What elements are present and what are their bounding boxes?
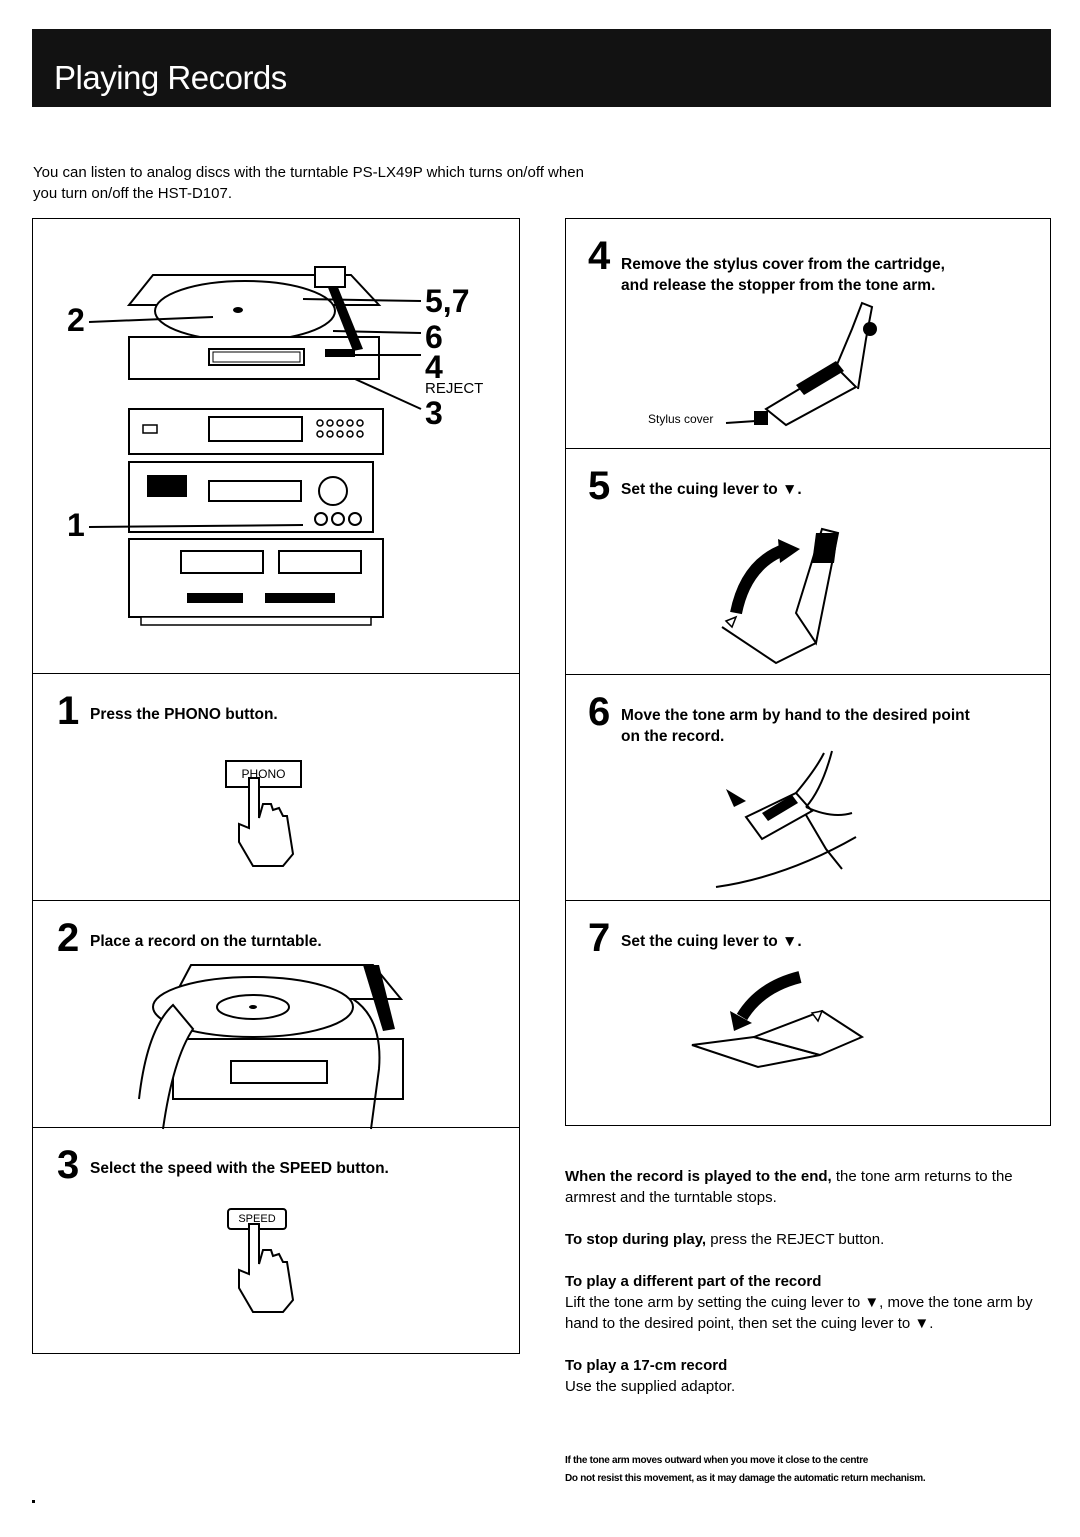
step-7-text: Set the cuing lever to ▼. (621, 933, 802, 950)
intro-line-1: You can listen to analog discs with the … (33, 164, 584, 181)
system-overview-panel: 1 2 5,7 6 4 REJECT 3 (32, 218, 520, 674)
note-2-rest: press the REJECT button. (706, 1231, 885, 1248)
note-3-heading: To play a different part of the record (565, 1273, 822, 1290)
step-6-text-line-1: Move the tone arm by hand to the desired… (621, 707, 970, 724)
step-2-number: 2 (57, 916, 80, 960)
step-6-panel: 6 Move the tone arm by hand to the desir… (565, 674, 1051, 901)
note-1-bold: When the record is played to the end, (565, 1168, 832, 1185)
step-4-text-line-2: and release the stopper from the tone ar… (621, 277, 936, 294)
callout-6: 6 (425, 319, 443, 355)
stereo-system-illustration (88, 266, 422, 626)
notes-section: When the record is played to the end, th… (565, 1166, 1055, 1418)
note-4-body: Use the supplied adaptor. (565, 1378, 736, 1395)
note-1-rest: the tone arm returns to the armrest and … (565, 1168, 1013, 1206)
step-1-text: Press the PHONO button. (90, 706, 278, 723)
callout-5-7: 5,7 (425, 283, 470, 319)
callout-1: 1 (67, 507, 85, 543)
cuing-lever-down-illustration (691, 971, 865, 1069)
step-5-number: 5 (588, 464, 611, 508)
step-1-panel: 1 Press the PHONO button. PHONO (32, 673, 520, 901)
placing-record-illustration (138, 964, 404, 1130)
note-3-body: Lift the tone arm by setting the cuing l… (565, 1294, 1033, 1332)
page-mark (32, 1500, 35, 1503)
step-7-number: 7 (588, 916, 611, 960)
callout-3: 3 (425, 395, 443, 431)
step-7-panel: 7 Set the cuing lever to ▼. (565, 900, 1051, 1126)
step-4-number: 4 (588, 234, 611, 278)
intro-line-2: you turn on/off the HST-D107. (33, 185, 233, 202)
callout-4: 4 (425, 349, 443, 385)
stylus-cover-label: Stylus cover (648, 412, 714, 426)
step-3-number: 3 (57, 1143, 80, 1187)
step-5-panel: 5 Set the cuing lever to ▼. (565, 448, 1051, 675)
step-4-text-line-1: Remove the stylus cover from the cartrid… (621, 256, 945, 273)
intro-paragraph: You can listen to analog discs with the … (33, 162, 733, 204)
note-4-heading: To play a 17-cm record (565, 1357, 728, 1374)
title-bar: Playing Records (32, 29, 1051, 107)
step-5-text: Set the cuing lever to ▼. (621, 481, 802, 498)
hand-pressing-icon-2 (238, 1223, 295, 1313)
step-2-panel: 2 Place a record on the turntable. (32, 900, 520, 1130)
note-end-of-record: When the record is played to the end, th… (565, 1166, 1055, 1208)
callout-2: 2 (67, 302, 85, 338)
step-3-panel: 3 Select the speed with the SPEED button… (32, 1127, 520, 1354)
fine-print-line-1: If the tone arm moves outward when you m… (565, 1455, 869, 1466)
note-2-bold: To stop during play, (565, 1231, 707, 1248)
hand-pressing-icon (238, 777, 295, 867)
page-title: Playing Records (54, 59, 287, 96)
callout-reject: REJECT (425, 380, 484, 397)
fine-print-line-2: Do not resist this movement, as it may d… (565, 1473, 926, 1484)
step-2-text: Place a record on the turntable. (90, 933, 322, 950)
step-1-number: 1 (57, 689, 80, 733)
cartridge-illustration (725, 301, 877, 427)
cuing-lever-up-illustration (721, 527, 840, 665)
speed-button-label: SPEED (238, 1213, 276, 1225)
step-6-text-line-2: on the record. (621, 728, 725, 745)
step-6-number: 6 (588, 690, 611, 734)
fine-print: If the tone arm moves outward when you m… (565, 1452, 1065, 1488)
note-stop-during-play: To stop during play, press the REJECT bu… (565, 1229, 1055, 1250)
step-4-panel: 4 Remove the stylus cover from the cartr… (565, 218, 1051, 449)
step-3-text: Select the speed with the SPEED button. (90, 1160, 389, 1177)
moving-tone-arm-illustration (715, 750, 857, 888)
